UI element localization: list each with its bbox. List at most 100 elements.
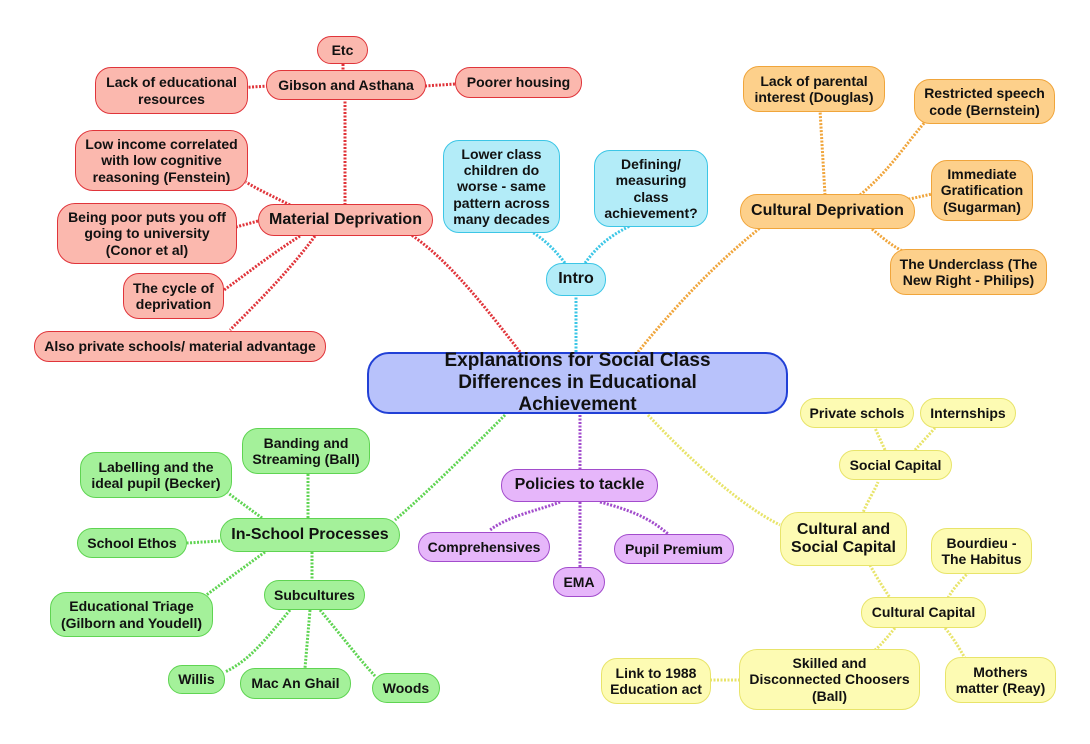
node-label: Defining/ measuring class achievement?: [604, 156, 698, 221]
connector: [223, 234, 301, 292]
node-label: Intro: [558, 270, 594, 288]
connector: [818, 109, 827, 196]
school-ethos-node[interactable]: School Ethos: [77, 528, 187, 558]
banding-streaming-node[interactable]: Banding and Streaming (Ball): [242, 428, 370, 474]
node-label: EMA: [563, 573, 595, 590]
connector: [204, 550, 266, 598]
cultural-social-capital-node[interactable]: Cultural and Social Capital: [780, 512, 907, 566]
connector: [599, 500, 669, 536]
private-schols-node[interactable]: Private schols: [800, 398, 914, 428]
connector: [318, 609, 377, 678]
link-1988-act-node[interactable]: Link to 1988 Education act: [601, 658, 711, 704]
lack-educational-resources-node[interactable]: Lack of educational resources: [95, 67, 248, 114]
labelling-node[interactable]: Labelling and the ideal pupil (Becker): [80, 452, 232, 498]
cultural-capital-node[interactable]: Cultural Capital: [861, 597, 986, 628]
ema-node[interactable]: EMA: [553, 567, 605, 597]
intro-node[interactable]: Intro: [546, 263, 606, 296]
connector: [913, 426, 937, 452]
connector: [227, 491, 263, 520]
cultural-deprivation-node[interactable]: Cultural Deprivation: [740, 194, 915, 229]
node-label: Restricted speech code (Bernstein): [924, 85, 1045, 118]
restricted-speech-node[interactable]: Restricted speech code (Bernstein): [914, 79, 1055, 124]
node-label: Social Capital: [849, 456, 942, 473]
connector: [860, 481, 880, 516]
node-label: Mac An Ghail: [251, 675, 340, 692]
node-label: Policies to tackle: [514, 476, 645, 494]
node-label: Willis: [178, 671, 215, 688]
etc-node[interactable]: Etc: [317, 36, 368, 64]
mothers-matter-node[interactable]: Mothers matter (Reay): [945, 657, 1056, 703]
central-topic-label: Explanations for Social Class Difference…: [444, 350, 711, 415]
node-label: Immediate Gratification (Sugarman): [940, 166, 1024, 215]
policies-node[interactable]: Policies to tackle: [501, 469, 658, 502]
subcultures-node[interactable]: Subcultures: [264, 580, 365, 610]
connector: [636, 226, 761, 353]
woods-node[interactable]: Woods: [372, 673, 440, 703]
connector: [646, 413, 781, 527]
educational-triage-node[interactable]: Educational Triage (Gilborn and Youdell): [50, 592, 213, 637]
internships-node[interactable]: Internships: [920, 398, 1016, 428]
connector: [583, 224, 631, 264]
node-label: Private schols: [809, 404, 905, 421]
node-label: Cultural Deprivation: [751, 202, 904, 220]
private-schools-node[interactable]: Also private schools/ material advantage: [34, 331, 326, 362]
node-label: Etc: [331, 41, 354, 58]
social-capital-node[interactable]: Social Capital: [839, 450, 952, 480]
node-label: Skilled and Disconnected Choosers (Ball): [749, 655, 910, 704]
node-label: Woods: [382, 679, 430, 696]
immediate-gratification-node[interactable]: Immediate Gratification (Sugarman): [931, 160, 1033, 221]
in-school-processes-node[interactable]: In-School Processes: [220, 518, 400, 552]
node-label: Gibson and Asthana: [278, 76, 414, 93]
underclass-node[interactable]: The Underclass (The New Right - Philips): [890, 249, 1047, 295]
node-label: Mothers matter (Reay): [955, 663, 1046, 696]
parental-interest-node[interactable]: Lack of parental interest (Douglas): [743, 66, 885, 112]
node-label: Labelling and the ideal pupil (Becker): [91, 458, 221, 491]
connector: [224, 609, 292, 674]
lower-class-node[interactable]: Lower class children do worse - same pat…: [443, 140, 560, 233]
connector: [859, 121, 927, 197]
connector: [943, 627, 967, 659]
connector: [245, 180, 291, 207]
node-label: In-School Processes: [231, 525, 389, 543]
cycle-of-deprivation-node[interactable]: The cycle of deprivation: [123, 273, 224, 319]
connector: [399, 226, 522, 353]
node-label: Internships: [930, 404, 1006, 421]
connector: [868, 564, 892, 599]
central-topic[interactable]: Explanations for Social Class Difference…: [367, 350, 788, 415]
connector: [874, 627, 897, 652]
low-income-node[interactable]: Low income correlated with low cognitive…: [75, 130, 248, 191]
poorer-housing-node[interactable]: Poorer housing: [455, 67, 582, 98]
node-label: Educational Triage (Gilborn and Youdell): [60, 598, 203, 631]
willis-node[interactable]: Willis: [168, 665, 225, 694]
connector: [424, 82, 456, 88]
node-label: The Underclass (The New Right - Philips): [899, 255, 1038, 288]
connector: [394, 413, 507, 522]
pupil-premium-node[interactable]: Pupil Premium: [614, 534, 734, 564]
node-label: Lack of parental interest (Douglas): [754, 72, 874, 105]
connector: [235, 219, 259, 229]
gibson-asthana-node[interactable]: Gibson and Asthana: [266, 70, 426, 100]
defining-measuring-node[interactable]: Defining/ measuring class achievement?: [594, 150, 708, 227]
node-label: The cycle of deprivation: [133, 279, 214, 312]
connector: [228, 235, 317, 332]
connector: [871, 227, 906, 254]
connector: [531, 230, 567, 264]
node-label: Cultural and Social Capital: [791, 520, 896, 556]
connector: [303, 609, 312, 669]
skilled-choosers-node[interactable]: Skilled and Disconnected Choosers (Ball): [739, 649, 920, 710]
material-deprivation-node[interactable]: Material Deprivation: [258, 204, 433, 236]
node-label: Lack of educational resources: [106, 74, 237, 107]
being-poor-node[interactable]: Being poor puts you off going to univers…: [57, 203, 237, 264]
node-label: Banding and Streaming (Ball): [252, 434, 360, 467]
node-label: Poorer housing: [466, 74, 571, 91]
mac-an-ghail-node[interactable]: Mac An Ghail: [240, 668, 351, 699]
node-label: Cultural Capital: [871, 604, 976, 621]
bourdieu-habitus-node[interactable]: Bourdieu - The Habitus: [931, 528, 1032, 574]
node-label: Comprehensives: [427, 538, 541, 555]
node-label: Link to 1988 Education act: [610, 664, 702, 697]
node-label: Lower class children do worse - same pat…: [453, 146, 550, 227]
node-label: Also private schools/ material advantage: [44, 338, 316, 355]
node-label: Material Deprivation: [269, 210, 422, 228]
connector: [489, 500, 561, 532]
comprehensives-node[interactable]: Comprehensives: [418, 532, 550, 562]
